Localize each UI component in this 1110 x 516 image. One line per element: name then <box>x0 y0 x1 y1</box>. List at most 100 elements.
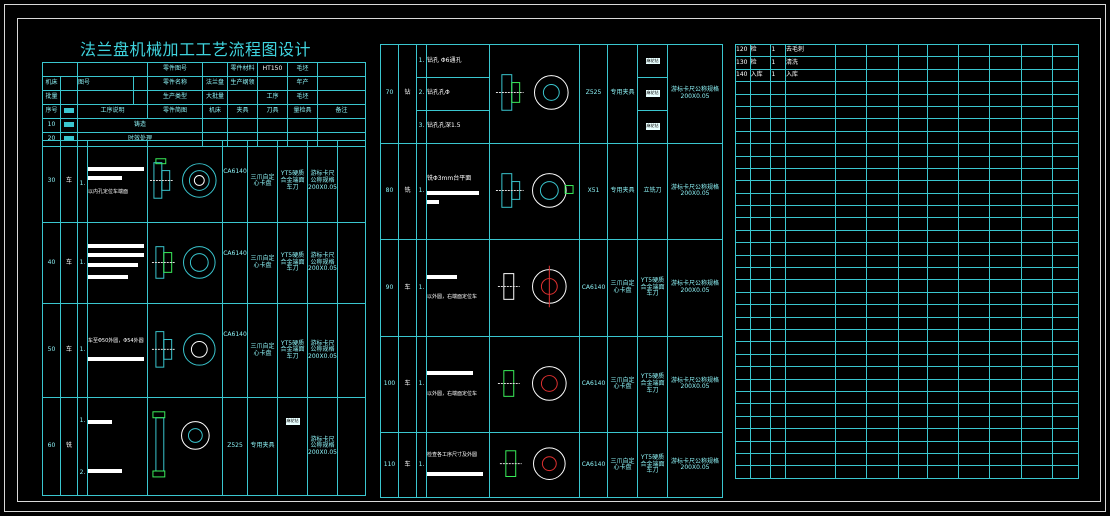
col-header: 工序说明 <box>77 104 148 119</box>
op-no: 80 <box>380 142 399 241</box>
blank-row <box>735 254 1080 269</box>
header-cell: 毛坯 <box>287 90 318 105</box>
step-note: 以内孔定位车端面 <box>88 189 129 196</box>
tool: 立铣刀 <box>637 142 668 241</box>
part-sketch <box>147 221 223 305</box>
header-cell: 零件材料 <box>227 62 258 77</box>
machine: CA6140 <box>579 239 608 337</box>
col-header: 量检具 <box>287 104 318 119</box>
machine: X51 <box>579 142 608 241</box>
tool: YT5硬质合金端面车刀 <box>637 432 668 499</box>
blank-row <box>735 93 1080 107</box>
fixture: 三爪自定心卡盘 <box>607 239 638 337</box>
cell-op: 检 <box>749 56 772 70</box>
fixture: 专用夹具 <box>607 142 638 241</box>
step-no: 1. <box>77 140 88 223</box>
step-text: 钻孔 Φ6通孔 <box>426 44 490 78</box>
tool: 麻花钻 <box>645 57 660 64</box>
op-no: 100 <box>380 335 399 434</box>
blank-row <box>735 353 1080 368</box>
part-sketch <box>147 140 223 223</box>
op-no: 70 <box>380 44 399 144</box>
cell-text: 入库 <box>785 68 837 83</box>
tool-repeat: 麻花钻 <box>645 90 660 97</box>
op-no: 40 <box>42 221 61 305</box>
blank-row <box>735 316 1080 331</box>
part-sketch <box>147 397 223 496</box>
op-type: 车 <box>398 335 417 434</box>
op-type: 车 <box>398 239 417 337</box>
step-no: 1. <box>79 417 86 425</box>
step-text: 以外圆，右端面定位车 <box>427 294 478 301</box>
header-cell: 大批量 <box>202 90 228 105</box>
gauge: 游标卡尺公称规格200X0.05 <box>667 432 723 499</box>
gauge: 游标卡尺公称规格200X0.05 <box>307 303 338 399</box>
left-process-rows: 30 车 1. 以内孔定位车端面 CA6140 三爪自定心卡盘 YT5硬质合金端… <box>42 140 366 496</box>
part-sketch <box>489 44 580 144</box>
blank-row <box>735 180 1080 194</box>
step-no: 1. <box>416 335 427 434</box>
blank-row <box>735 205 1080 219</box>
cell-text: 清洗 <box>785 56 837 70</box>
op-no: 50 <box>42 303 61 399</box>
header-cell: 零件图号 <box>147 62 203 77</box>
step-no: 1. <box>77 221 88 305</box>
middle-process-table: 70 钻 1. 钻孔 Φ6通孔 Z525 专用夹具 麻花钻 游标卡尺公称规格20… <box>380 44 723 499</box>
blank-row <box>735 452 1080 467</box>
fixture: 三爪自定心卡盘 <box>247 140 278 223</box>
cell-text: 去毛刺 <box>785 43 837 58</box>
blank-row <box>735 155 1080 169</box>
machine: Z525 <box>579 44 608 144</box>
gauge: 游标卡尺公称规格200X0.05 <box>307 397 338 496</box>
tool: YT5硬质合金端面车刀 <box>277 221 308 305</box>
gauge: 游标卡尺公称规格200X0.05 <box>307 221 338 305</box>
tool-repeat: 麻花钻 <box>645 123 660 130</box>
blank-row <box>735 242 1080 256</box>
part-sketch <box>489 239 580 337</box>
material-value: HT150 <box>257 62 288 77</box>
gauge: 游标卡尺公称规格200X0.05 <box>667 335 723 434</box>
col-header: 机床 <box>202 104 228 119</box>
step-note: 车至Φ50外圆，Φ54外圆 <box>88 338 144 345</box>
step-no: 1. <box>77 303 88 399</box>
blank-row <box>735 378 1080 392</box>
op-type: 车 <box>398 432 417 499</box>
tool: 麻花钻 <box>285 418 300 425</box>
part-sketch <box>489 432 580 499</box>
fixture: 专用夹具 <box>607 44 638 144</box>
blank-row <box>735 267 1080 281</box>
machine: CA6140 <box>222 221 248 305</box>
op-no: 10 <box>42 118 61 133</box>
blank-row <box>735 341 1080 355</box>
blank-row <box>735 192 1080 207</box>
blank-row <box>735 428 1080 442</box>
op-type: 铣 <box>398 142 417 241</box>
step-text: 钻孔孔深1.5 <box>426 109 490 144</box>
col-header: 夹具 <box>227 104 258 119</box>
cell-no: 120 <box>735 43 751 58</box>
machine: CA6140 <box>579 335 608 434</box>
header-cell: 零件名称 <box>147 76 203 91</box>
fixture: 三爪自定心卡盘 <box>607 335 638 434</box>
fixture: 三爪自定心卡盘 <box>607 432 638 499</box>
part-sketch <box>489 142 580 241</box>
blank-row <box>735 304 1080 318</box>
header-cell: 生产类型 <box>147 90 203 105</box>
header-cell: 年产 <box>287 76 318 91</box>
header-cell: 机床 <box>42 76 61 91</box>
blank-row <box>735 415 1080 430</box>
cell-no: 140 <box>735 68 751 83</box>
fixture: 专用夹具 <box>247 397 278 496</box>
left-process-table: 零件图号 零件材料 HT150 毛坯 机床 图号 零件名称 法兰盘 生产纲领 年… <box>42 62 366 147</box>
op-type: 铣 <box>60 397 78 496</box>
fixture: 三爪自定心卡盘 <box>247 303 278 399</box>
step-text: 以外圆，右端面定位车 <box>427 390 478 397</box>
col-header: 备注 <box>317 104 366 119</box>
blank-row <box>735 328 1080 343</box>
op-type: 车 <box>60 140 78 223</box>
gauge: 游标卡尺公称规格200X0.05 <box>307 140 338 223</box>
